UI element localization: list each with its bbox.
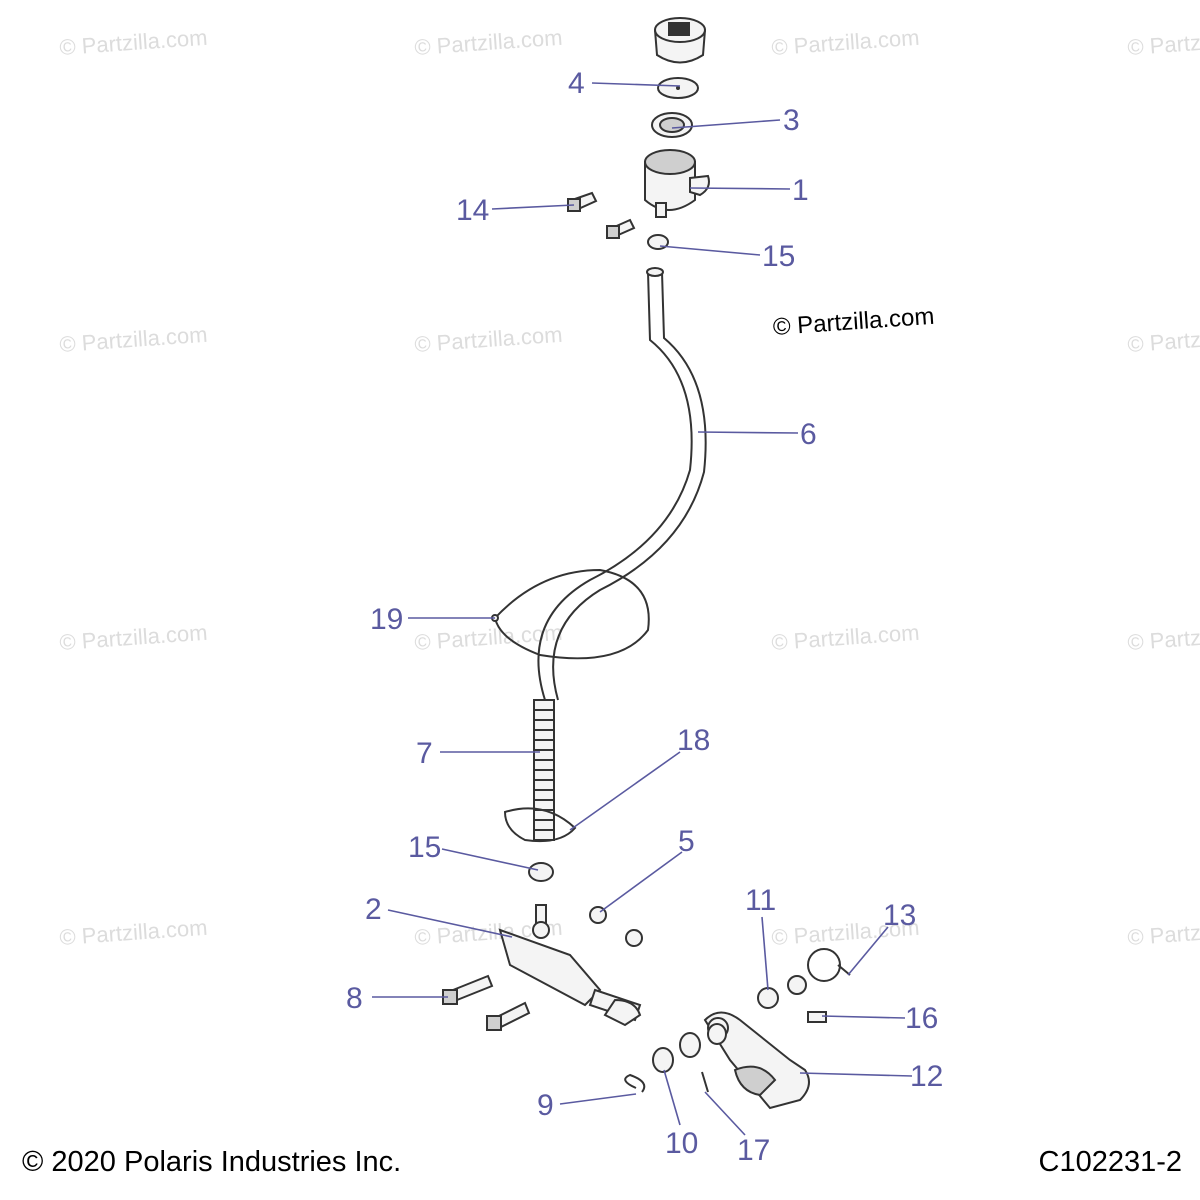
callouts: 4 3 1 14 15 6 19 7 18 15 5 2 11 13 8 16 …	[346, 67, 943, 1167]
watermark: © Partzilla.com	[59, 322, 209, 357]
reservoir-cap	[653, 17, 707, 64]
cotter-pin	[701, 1071, 709, 1093]
master-cylinder	[498, 904, 642, 1027]
watermark: © Partzilla.com	[414, 322, 564, 357]
diaphragm	[657, 77, 699, 99]
watermark: © Partzilla.com	[771, 620, 921, 655]
callout-8: 8	[346, 982, 363, 1015]
reservoir-seal	[651, 112, 693, 138]
callout-10: 10	[665, 1127, 698, 1160]
screws-14	[567, 191, 636, 239]
reservoir	[644, 149, 710, 218]
callout-17: 17	[737, 1134, 770, 1167]
callout-13: 13	[883, 899, 916, 932]
watermark: © Partzilla.com	[59, 915, 209, 950]
callout-15-top: 15	[762, 240, 795, 273]
footer-copyright: © 2020 Polaris Industries Inc.	[22, 1146, 402, 1178]
hose-guard	[533, 699, 555, 841]
watermark: © Partzilla.com	[59, 25, 209, 60]
watermark: © Partzilla.com	[1127, 915, 1200, 950]
hose-clip	[503, 807, 577, 843]
washers-10	[652, 1023, 727, 1073]
callout-3: 3	[783, 104, 800, 137]
bolts-8	[442, 974, 531, 1031]
watermark: © Partzilla.com	[1127, 620, 1200, 655]
retaining-clip	[624, 1073, 646, 1093]
watermark: © Partzilla.com	[771, 25, 921, 60]
callout-2: 2	[365, 893, 382, 926]
callout-5: 5	[678, 825, 695, 858]
bushing-11	[757, 975, 807, 1009]
leader-lines	[372, 82, 913, 1136]
watermark: © Partzilla.com	[1127, 322, 1200, 357]
callout-11: 11	[745, 884, 776, 917]
watermark: © Partzilla.com	[414, 25, 564, 60]
callout-19: 19	[370, 603, 403, 636]
watermarks: © Partzilla.com © Partzilla.com © Partzi…	[59, 25, 1200, 950]
callout-14: 14	[456, 194, 489, 227]
callout-16: 16	[905, 1002, 938, 1035]
brake-pedal	[703, 1011, 810, 1110]
watermark: © Partzilla.com	[59, 620, 209, 655]
callout-12: 12	[910, 1060, 943, 1093]
callout-9: 9	[537, 1089, 554, 1122]
hose-clamp-bottom	[528, 862, 554, 882]
callout-7: 7	[416, 737, 433, 770]
diagram-code: C102231-2	[1038, 1146, 1183, 1178]
callout-15-bottom: 15	[408, 831, 441, 864]
callout-18: 18	[677, 724, 710, 757]
bolt-16	[807, 1011, 827, 1023]
callout-4: 4	[568, 67, 585, 100]
watermark: © Partzilla.com	[1127, 25, 1200, 60]
nuts-5	[589, 906, 643, 947]
callout-6: 6	[800, 418, 817, 451]
reservoir-hose	[537, 267, 707, 701]
return-spring	[807, 948, 851, 982]
callout-1: 1	[792, 174, 809, 207]
